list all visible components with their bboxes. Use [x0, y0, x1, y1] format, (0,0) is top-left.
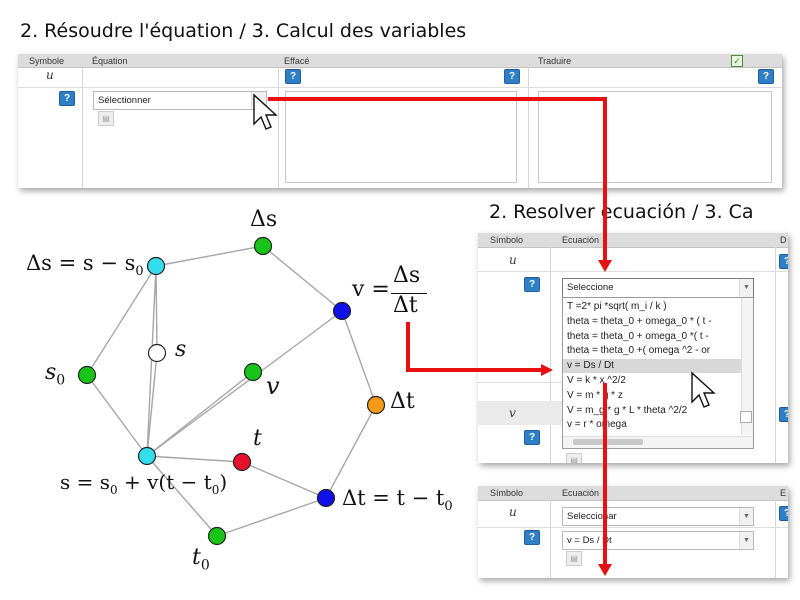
node-s: [147, 343, 167, 363]
page-title-fr: 2. Résoudre l'équation / 3. Calcul des v…: [20, 20, 467, 42]
help-icon[interactable]: ?: [285, 69, 301, 84]
es-form-panel-selected: Símbolo Ecuación E u Seleccionar ▼ ? ? v…: [478, 486, 788, 578]
label-delta-s: Δs: [250, 207, 278, 232]
symbol-v: v: [509, 406, 516, 420]
dropdown-option[interactable]: theta = theta_0 +( omega ^2 - or: [567, 345, 711, 357]
help-icon[interactable]: ?: [524, 277, 540, 292]
equation-select[interactable]: Seleccionar ▼: [562, 507, 754, 526]
equation-select-value: Sélectionner: [98, 95, 151, 106]
symbol-u: u: [509, 505, 517, 519]
node-t0: [207, 526, 227, 546]
node-s-eq: [137, 446, 157, 466]
document-icon[interactable]: ▤: [98, 111, 114, 126]
equation-select-value: Seleccione: [567, 282, 614, 293]
label-s0: s0: [45, 360, 66, 389]
dropdown-option[interactable]: theta = theta_0 + omega_0 * ( t -: [567, 315, 712, 327]
help-icon[interactable]: ?: [779, 254, 788, 269]
dropdown-option[interactable]: T =2* pi *sqrt( m_i / k ): [567, 301, 667, 312]
dropdown-option[interactable]: V = m_g * g * L * theta ^2/2: [567, 404, 688, 416]
label-s: s: [175, 337, 187, 362]
col-header-symbol: Símbolo: [490, 488, 524, 498]
label-t: t: [253, 426, 262, 451]
node-v: [243, 362, 263, 382]
help-icon[interactable]: ?: [59, 91, 75, 106]
help-icon[interactable]: ?: [524, 430, 540, 445]
col-header-translate: Traduire: [538, 56, 572, 66]
equation-select-value: v = Ds / Dt: [567, 535, 612, 546]
checkbox-checked-icon[interactable]: ✓: [731, 55, 743, 67]
label-t0: t0: [192, 545, 210, 574]
help-icon[interactable]: ?: [758, 69, 774, 84]
equation-dropdown-list: T =2* pi *sqrt( m_i / k ) theta = theta_0…: [562, 297, 754, 449]
col-header-symbol: Symbole: [29, 56, 65, 66]
node-delta-t-eq: [316, 488, 336, 508]
chevron-down-icon[interactable]: ▼: [739, 532, 753, 549]
dropdown-option[interactable]: v = Ds / Dt: [563, 359, 744, 374]
dropdown-vertical-scrollbar[interactable]: [741, 298, 753, 435]
col-header-third: D: [780, 235, 787, 245]
label-delta-s-eq: Δs = s − s0: [26, 251, 144, 280]
dropdown-option[interactable]: V = m * g * z: [567, 389, 623, 401]
label-v: v: [266, 372, 280, 400]
col-header-third: E: [780, 488, 787, 498]
dropdown-option[interactable]: theta = theta_0 + omega_0 *( t -: [567, 330, 709, 342]
help-icon[interactable]: ?: [779, 506, 788, 521]
chevron-down-icon[interactable]: ▼: [739, 508, 753, 525]
node-t: [232, 452, 252, 472]
node-delta-s-eq: [146, 256, 166, 276]
label-delta-t-eq: Δt = t − t0: [342, 486, 453, 515]
col-header-equation: Équation: [92, 56, 128, 66]
node-delta-t: [366, 395, 386, 415]
graph-edges: [86, 245, 377, 537]
symbol-u: u: [46, 68, 54, 82]
dropdown-option[interactable]: v = r * omega: [567, 419, 627, 431]
node-delta-s: [253, 236, 273, 256]
equation-select-filled[interactable]: v = Ds / Dt ▼: [562, 531, 754, 550]
node-v-eq: [332, 301, 352, 321]
dropdown-option[interactable]: V = k * x ^2/2: [567, 375, 626, 386]
help-icon[interactable]: ?: [779, 407, 788, 422]
dropdown-horizontal-scrollbar[interactable]: [563, 436, 753, 448]
help-icon[interactable]: ?: [524, 530, 540, 545]
equation-select-value: Seleccionar: [567, 511, 617, 522]
chevron-down-icon[interactable]: ▼: [739, 279, 753, 297]
help-icon[interactable]: ?: [504, 69, 520, 84]
label-delta-t: Δt: [390, 389, 415, 414]
document-icon[interactable]: ▤: [566, 551, 582, 566]
fr-table-header: Symbole Équation Effacé Traduire ✓: [18, 54, 782, 68]
graph-nodes: [77, 236, 386, 546]
col-header-equation: Ecuación: [562, 488, 600, 498]
label-s-eq: s = s0 + v(t − t0): [60, 470, 228, 497]
checkbox[interactable]: [740, 411, 752, 423]
node-s0: [77, 365, 97, 385]
document-icon[interactable]: ▤: [566, 453, 582, 463]
es-table-header: Símbolo Ecuación E: [478, 486, 788, 501]
col-header-erased: Effacé: [284, 56, 310, 66]
